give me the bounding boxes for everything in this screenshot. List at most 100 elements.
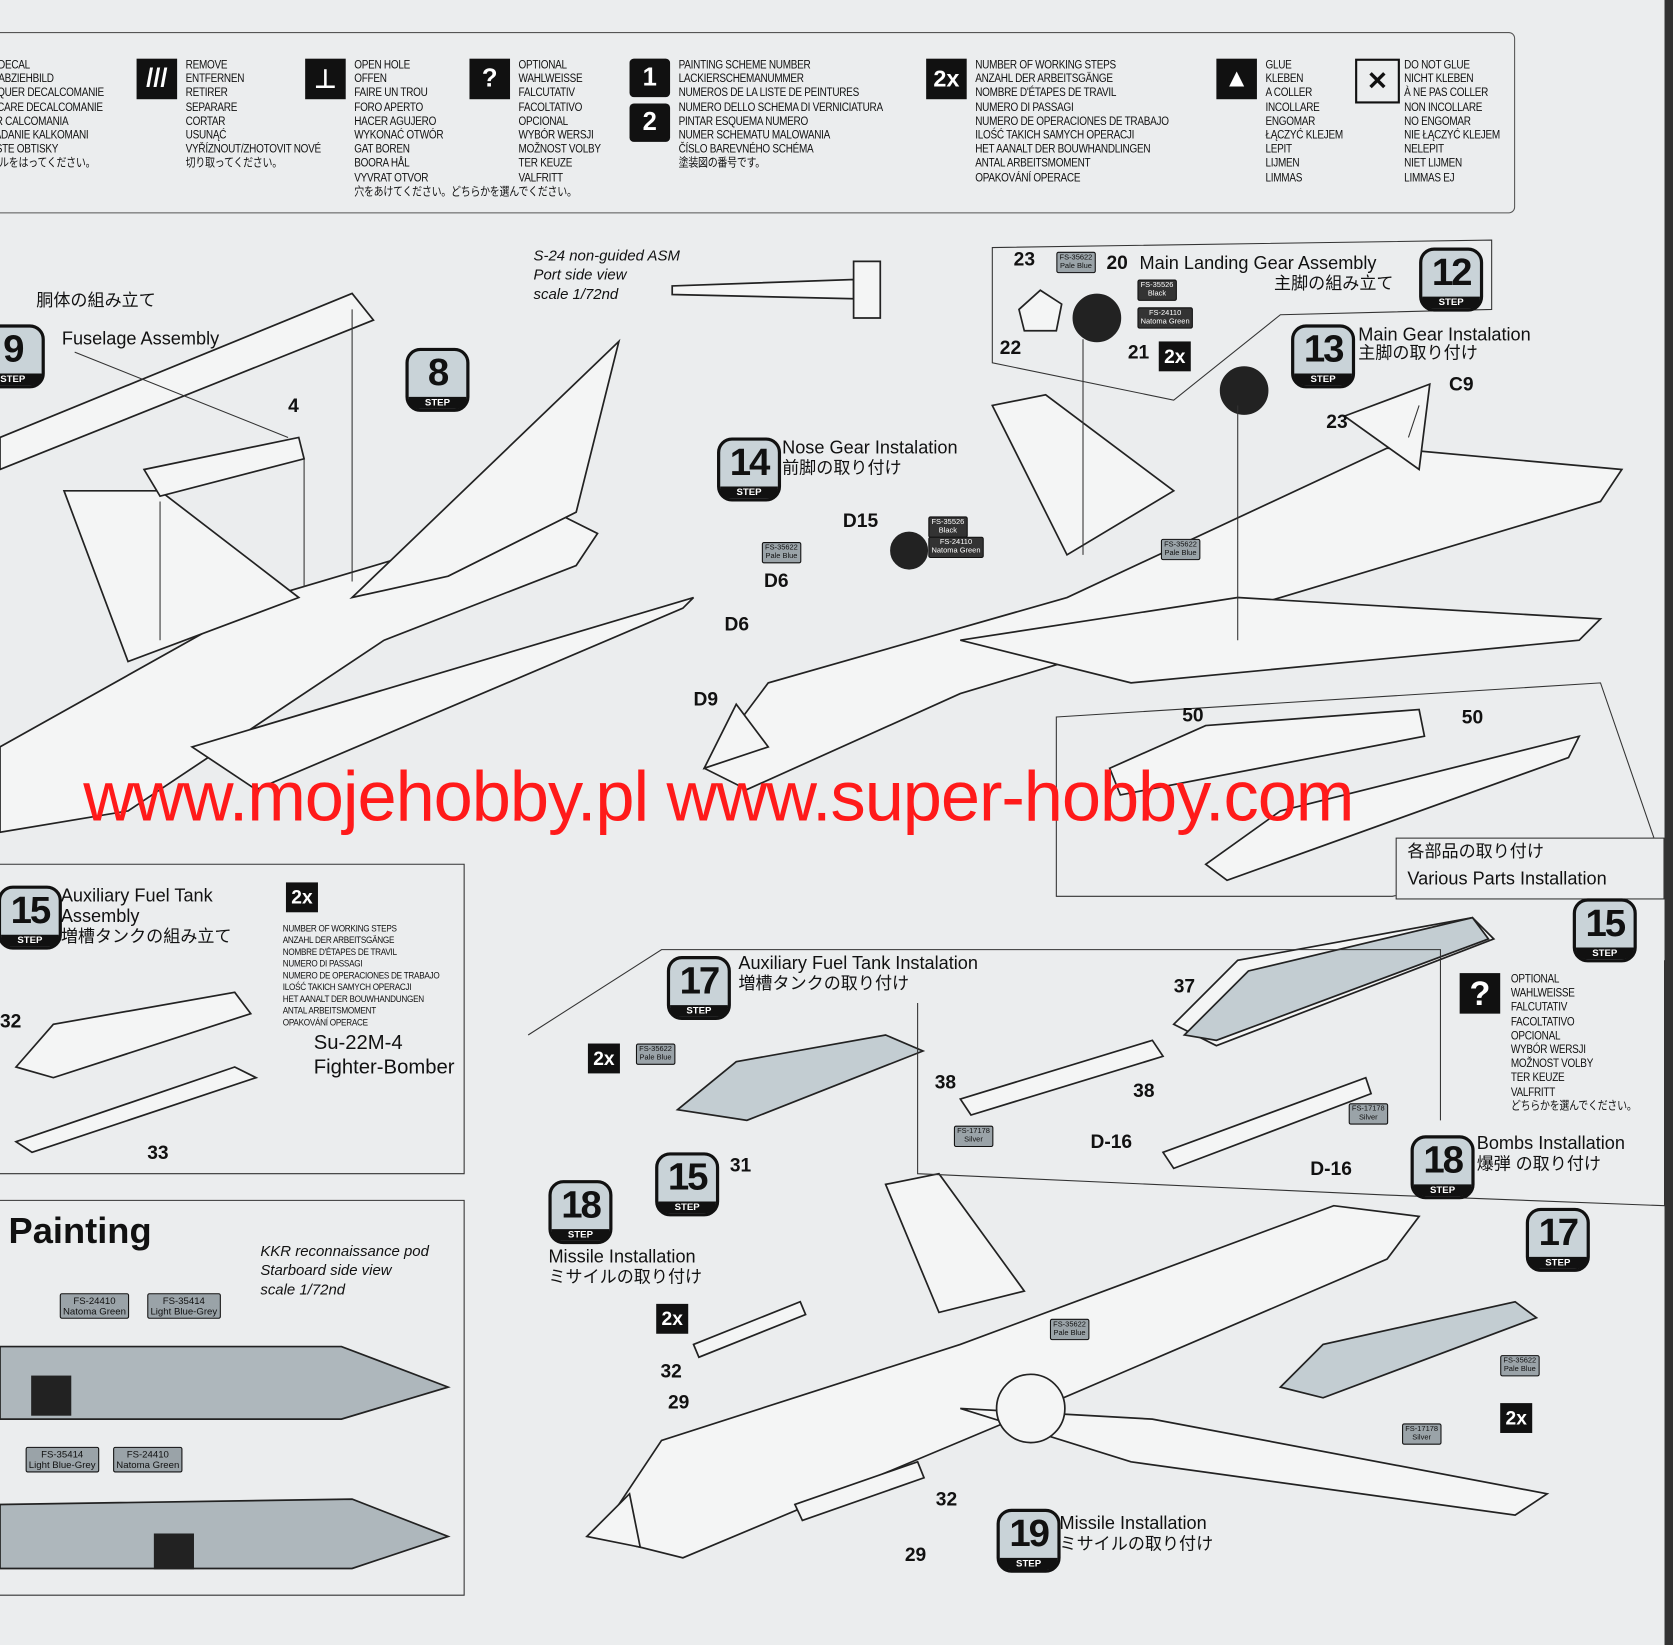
- part-4: 4: [288, 394, 299, 417]
- chip-name: Light Blue-Grey: [28, 1459, 96, 1471]
- legend-line: FORO APERTO: [354, 100, 423, 114]
- legend-line: PAINTING SCHEME NUMBER: [678, 58, 811, 72]
- working-steps-icon: 2x: [285, 882, 318, 913]
- chip-name: Pale Blue: [639, 1054, 672, 1062]
- chip-name: Pale Blue: [1053, 1329, 1086, 1337]
- missile-bottom: [793, 1460, 926, 1522]
- step-label: STEP: [1575, 947, 1634, 960]
- chip-name: Natoma Green: [116, 1459, 180, 1471]
- step-number: 15: [1585, 900, 1627, 945]
- legend-line: NUMERO DELLO SCHEMA DI VERNICIATURA: [678, 100, 884, 114]
- legend-line: WYKONAĆ OTWÓR: [354, 129, 444, 142]
- step-label: STEP: [1413, 1184, 1472, 1197]
- part-32a: 32: [0, 1010, 22, 1032]
- part-33: 33: [147, 1141, 169, 1164]
- pod-note: KKR reconnaissance pod Starboard side vi…: [260, 1241, 429, 1299]
- step-label: STEP: [670, 1005, 728, 1017]
- optional-icon: ?: [469, 58, 511, 100]
- legend-line: LIQUER DECALCOMANIE: [0, 86, 104, 100]
- list-line: NOMBRE D'ÉTAPES DE TRAVIL: [282, 946, 397, 958]
- wing-left-lower: [190, 596, 695, 791]
- legend-line: VALFRITT: [518, 171, 563, 185]
- two-x-badge-17: 2x: [587, 1043, 620, 1074]
- legend-line: LEPIT: [1265, 143, 1292, 157]
- part-d15: D15: [842, 510, 879, 532]
- legend-line: ILOŚĆ TAKICH SAMYCH OPERACJI: [975, 129, 1135, 142]
- list-line: NUMBER OF WORKING STEPS: [282, 922, 397, 934]
- step-18b-title: Bombs Installation: [1476, 1133, 1625, 1154]
- legend-line: NELEPIT: [1404, 143, 1444, 157]
- legend-line: NIET LIJMEN: [1404, 157, 1462, 171]
- part-29a: 29: [667, 1391, 690, 1413]
- legend-line: LADANIE KALKOMANI: [0, 129, 89, 142]
- pod-note-line: Starboard side view: [260, 1261, 392, 1279]
- part-c9: C9: [1448, 373, 1474, 395]
- wheel-main: [1072, 293, 1122, 343]
- wheel-well-bottom: [995, 1373, 1066, 1444]
- legend-line: PINTAR ESQUEMA NUMERO: [678, 115, 809, 128]
- step-label: STEP: [408, 396, 467, 409]
- legend-line: Y DECAL: [0, 58, 30, 72]
- chip-code: FS-35622: [1059, 253, 1093, 262]
- part-d6a: D6: [763, 569, 789, 592]
- legend-line: HET AANALT DER BOUWHANDLINGEN: [975, 143, 1151, 157]
- legend-line: 穴をあけてください。どちらかを選んでください。: [354, 185, 577, 199]
- legend-line: LIJMEN: [1265, 157, 1300, 171]
- step-number: 18: [1423, 1137, 1464, 1182]
- chip-code: FS-35622: [1503, 1357, 1537, 1365]
- painting-scheme-1-icon: 1: [629, 58, 671, 98]
- legend-line: FALCUTATIV: [518, 86, 576, 100]
- legend-line: ENTFERNEN: [185, 72, 245, 86]
- fuel-tank-17: [675, 1034, 926, 1122]
- part-32c: 32: [935, 1488, 958, 1510]
- pod-window-upper: [31, 1375, 72, 1416]
- legend-line: NO ENGOMAR: [1404, 115, 1471, 128]
- legend-line: TER KEUZE: [518, 157, 573, 171]
- asm-note-line: Port side view: [533, 265, 627, 283]
- list-line: HET AANALT DER BOUWHANDUNGEN: [282, 993, 424, 1005]
- chip-code: FS-35622: [1164, 540, 1197, 549]
- step-number: 8: [427, 349, 449, 394]
- legend-line: LIMMAS: [1265, 171, 1303, 185]
- step-19-jp: ミサイルの取り付け: [1059, 1535, 1214, 1554]
- step-9-title: Fuselage Assembly: [61, 328, 220, 349]
- legend-line: OFFEN: [354, 72, 387, 86]
- fuselage-half-upper: [0, 292, 375, 471]
- wing-left: [62, 489, 301, 663]
- chip-name: Natoma Green: [62, 1306, 126, 1317]
- part-50b: 50: [1461, 706, 1484, 728]
- painting-heading: Painting: [8, 1211, 152, 1252]
- legend-line: ER CALCOMANIA: [0, 115, 69, 128]
- step-frame-painting: [0, 1199, 465, 1596]
- legend-line: ANZAHL DER ARBEITSGÄNGE: [975, 72, 1113, 86]
- tail-fin-center: [1342, 382, 1431, 472]
- part-32b: 32: [660, 1360, 682, 1382]
- step-15b-jp: 各部品の取り付け: [1407, 842, 1544, 862]
- step-15a-title-1: Auxiliary Fuel Tank: [60, 885, 213, 906]
- legend-line: BOORA HÅL: [354, 157, 410, 171]
- step-18a-title: Missile Installation: [548, 1246, 696, 1267]
- list-line: ANTAL ARBEITSMOMENT: [282, 1005, 377, 1016]
- watermark-text: www.mojehobby.pl www.super-hobby.com: [83, 756, 1354, 836]
- step-label: STEP: [551, 1229, 610, 1241]
- part-d6b: D6: [724, 613, 750, 635]
- legend-line: VYVRAT OTVOR: [354, 171, 429, 185]
- legend-line: NUMERO DI PASSAGI: [975, 100, 1074, 114]
- bombs-rack-right: [1161, 1076, 1373, 1170]
